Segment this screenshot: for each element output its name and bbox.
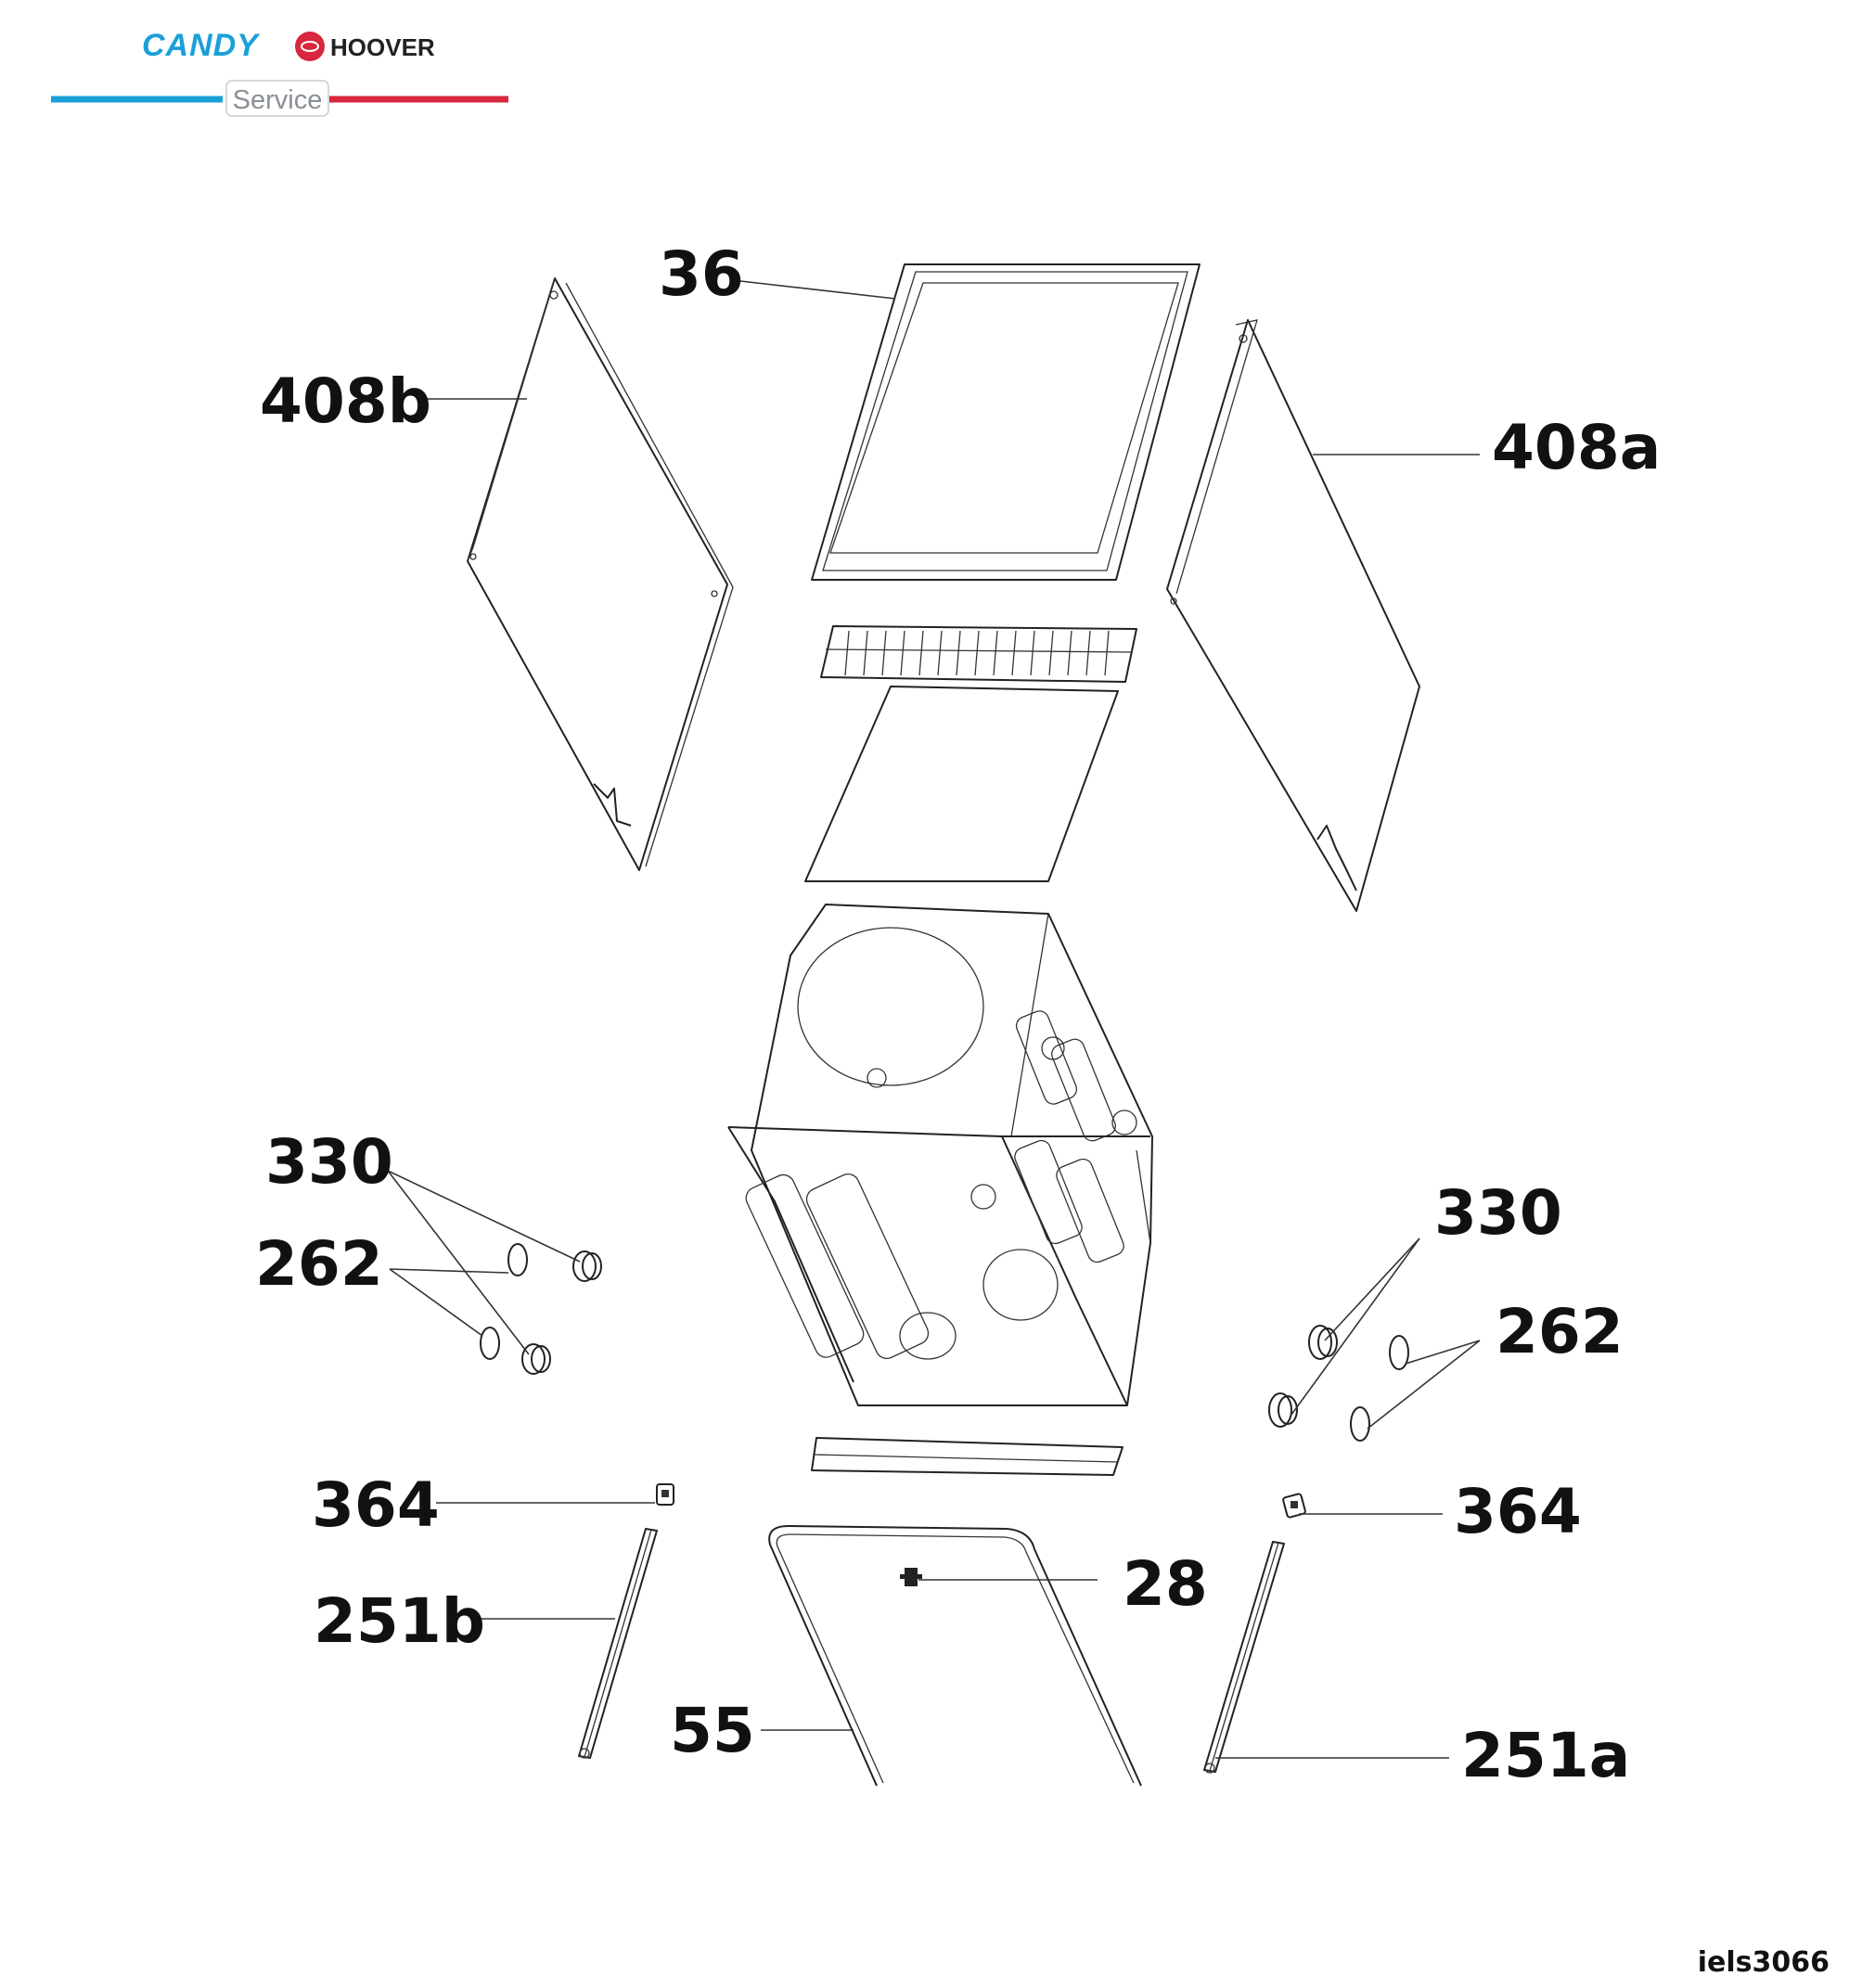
strip-rib xyxy=(993,630,998,676)
callout-labels: 36 408b 408a 330 262 330 262 364 364 251… xyxy=(255,238,1661,1791)
brand-header: CANDY HOOVER Service xyxy=(51,28,508,117)
leader-262-right-b xyxy=(1367,1340,1481,1430)
strip-rib xyxy=(844,630,850,676)
leader-330-right-a xyxy=(1324,1238,1420,1341)
base-strip-drawing xyxy=(811,1437,1124,1476)
callout-262-right: 262 xyxy=(1496,1296,1624,1367)
wheels-left-drawing xyxy=(480,1243,602,1375)
callout-364-left: 364 xyxy=(312,1469,440,1541)
strip-rib xyxy=(863,630,868,676)
service-tab xyxy=(225,80,329,117)
leader-36 xyxy=(739,280,896,300)
callout-36: 36 xyxy=(659,238,744,310)
insulation-sheet-drawing xyxy=(804,686,1119,882)
strip-rib xyxy=(1030,630,1035,676)
clip-drawing xyxy=(900,1568,922,1586)
rail-right-drawing xyxy=(1203,1541,1285,1774)
strip-rib xyxy=(1048,630,1054,676)
leader-330-right-b xyxy=(1290,1238,1420,1416)
candy-logo: CANDY xyxy=(142,28,261,63)
leader-262-right-a xyxy=(1405,1340,1481,1365)
strip-rib xyxy=(1067,630,1072,676)
leader-262-left-b xyxy=(389,1268,483,1337)
bracket-right-drawing xyxy=(1282,1493,1306,1519)
strip-rib xyxy=(881,630,887,676)
leader-lines xyxy=(387,280,1481,1759)
callout-28: 28 xyxy=(1123,1548,1208,1620)
service-label: Service xyxy=(233,85,323,115)
hoover-logo-text: HOOVER xyxy=(330,33,435,61)
strip-rib xyxy=(1104,630,1110,676)
callout-330-left: 330 xyxy=(265,1126,393,1198)
worktop-drawing xyxy=(811,263,1201,581)
side-panel-right-drawing xyxy=(1166,319,1420,912)
callout-364-right: 364 xyxy=(1454,1476,1582,1547)
callout-55: 55 xyxy=(670,1695,755,1766)
callout-262-left: 262 xyxy=(255,1228,383,1300)
callout-408a: 408a xyxy=(1492,412,1661,483)
hoover-logo-icon xyxy=(295,32,325,61)
callout-251a: 251a xyxy=(1461,1720,1630,1791)
rail-left-drawing xyxy=(578,1528,658,1759)
wheels-right-drawing xyxy=(1268,1325,1409,1442)
door-seal-drawing xyxy=(768,1525,1142,1787)
callout-408b: 408b xyxy=(260,366,431,437)
cabinet-tub-drawing xyxy=(727,904,1153,1406)
document-id: iels3066 xyxy=(1698,1946,1830,1979)
leader-262-left-a xyxy=(389,1268,509,1274)
strip-rib xyxy=(1085,630,1091,676)
callout-330-right: 330 xyxy=(1434,1177,1562,1249)
leader-330-left-b xyxy=(387,1170,530,1355)
leader-330-left-a xyxy=(387,1170,581,1263)
side-panel-left-drawing xyxy=(467,277,734,871)
control-strip-drawing xyxy=(820,625,1137,683)
strip-rib xyxy=(1011,630,1017,676)
strip-rib xyxy=(937,630,943,676)
bracket-left-drawing xyxy=(656,1483,674,1506)
strip-rib xyxy=(900,630,905,676)
strip-rib xyxy=(918,630,924,676)
strip-rib xyxy=(974,630,980,676)
strip-rib xyxy=(956,630,961,676)
callout-251b: 251b xyxy=(314,1585,485,1657)
